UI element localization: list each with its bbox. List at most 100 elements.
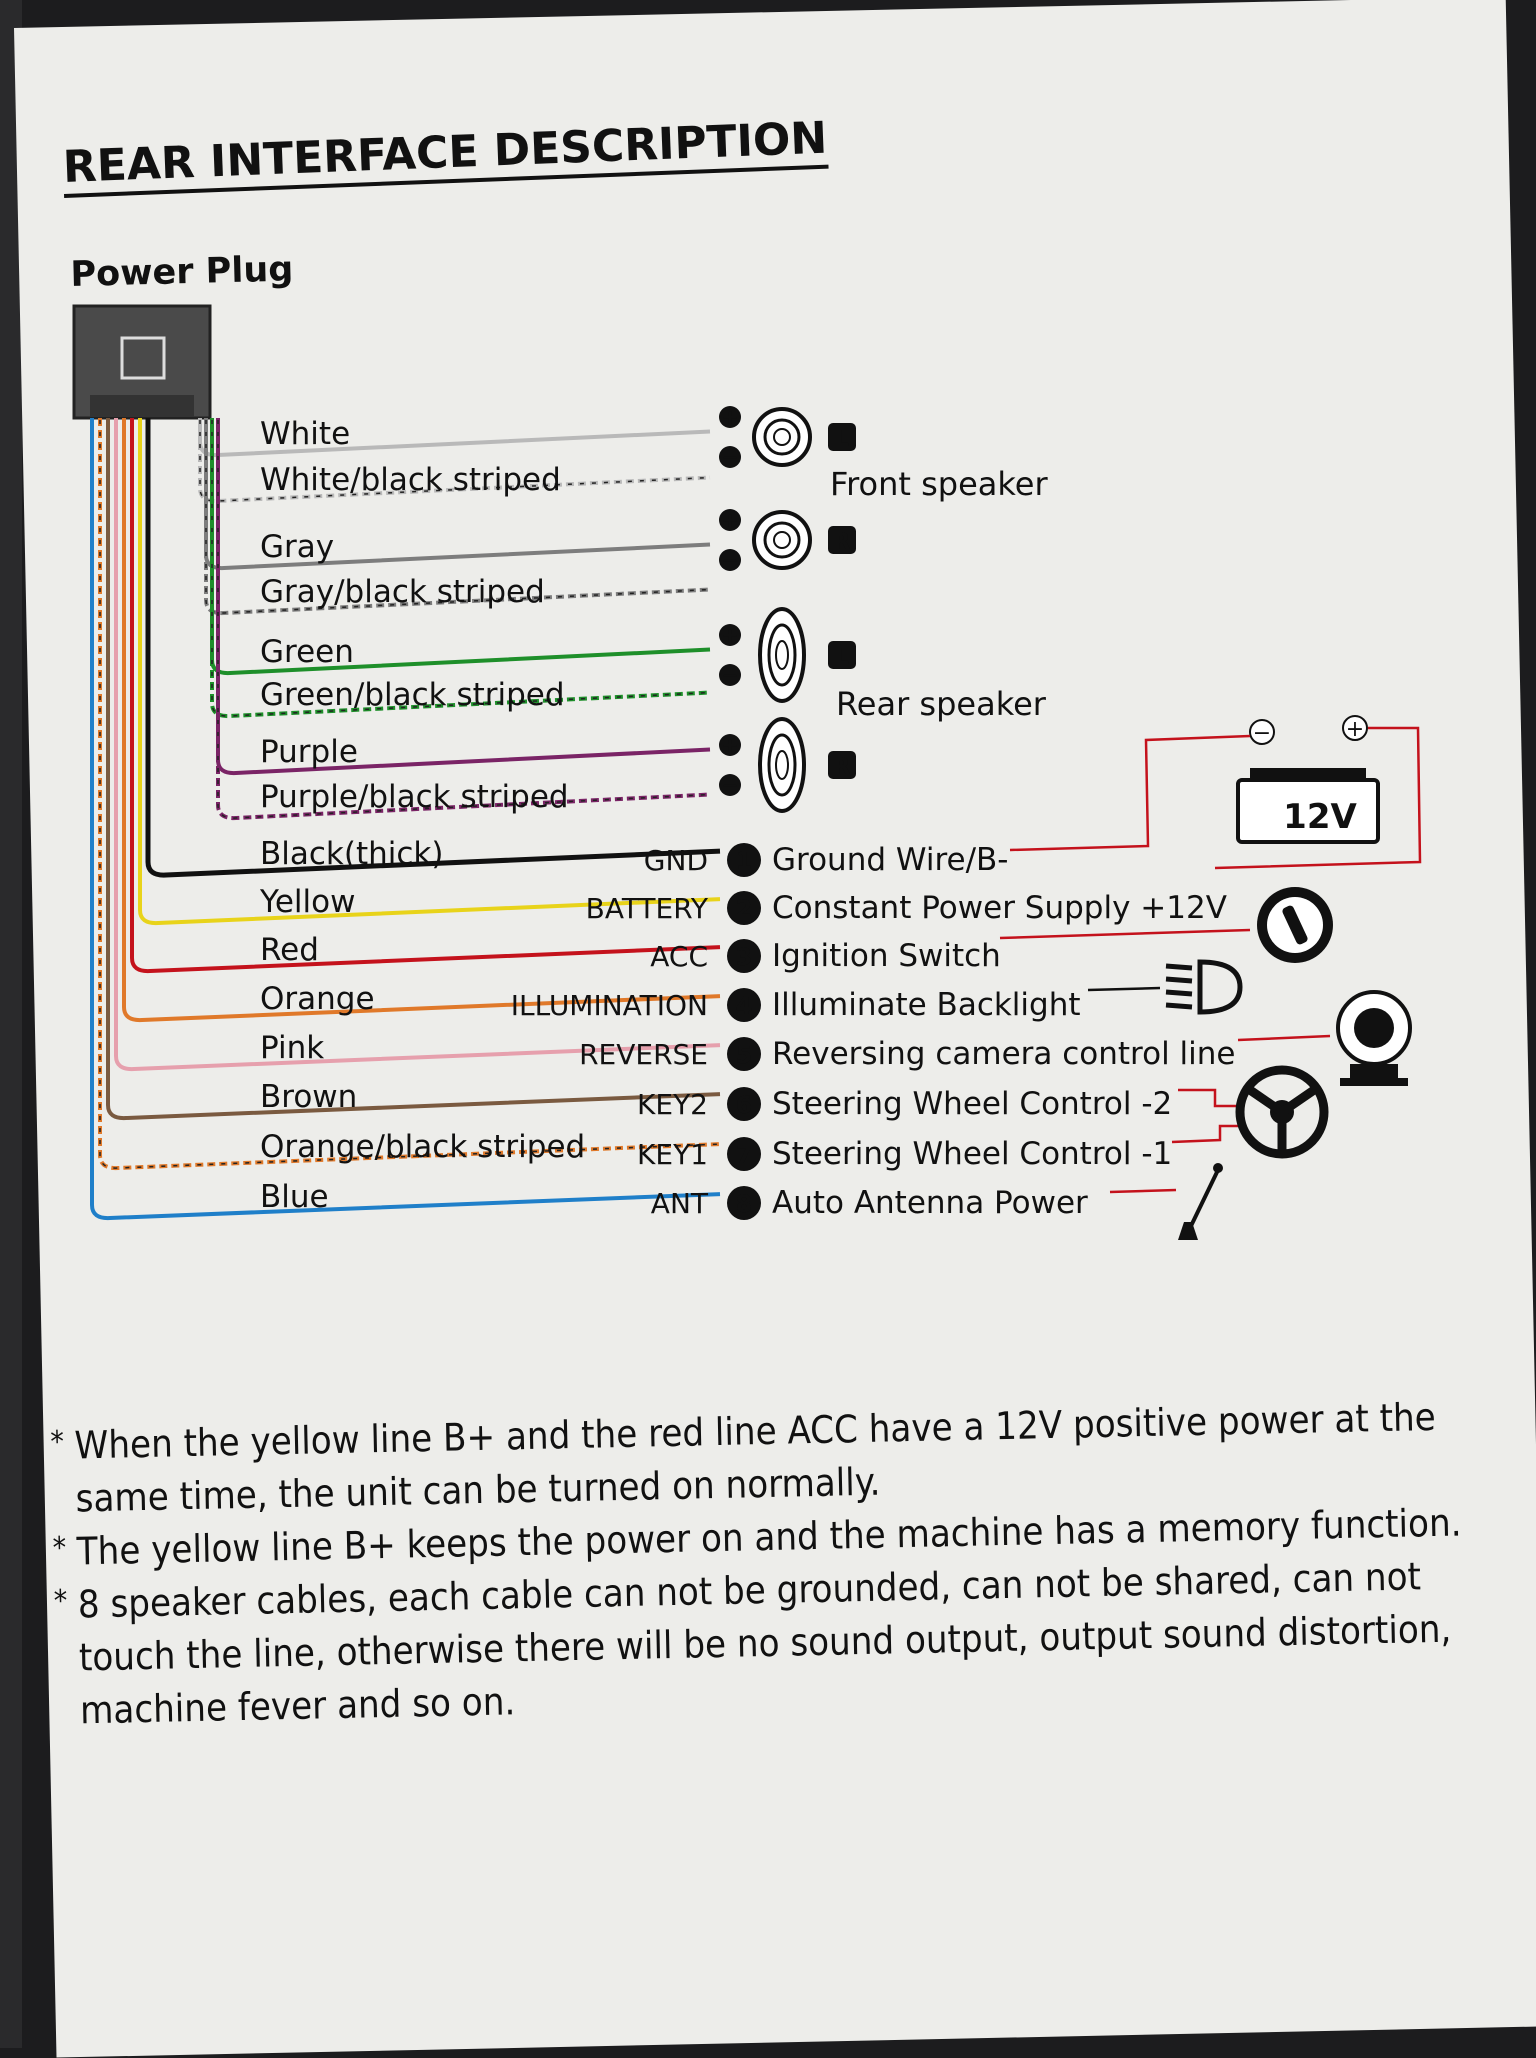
plus-terminal: [719, 509, 741, 531]
antenna-leader-line: [1109, 1188, 1177, 1194]
speaker-dome: [775, 750, 789, 780]
connection-number: 2: [736, 895, 753, 923]
speaker-ring: [767, 623, 797, 687]
plus-terminal: [719, 624, 741, 646]
plus-sign: +: [722, 733, 739, 757]
speaker-dome: [773, 428, 791, 446]
connection-code: ILLUMINATION: [511, 989, 708, 1022]
note-marker: *: [52, 1530, 67, 1566]
wire-label: Gray/black striped: [260, 574, 545, 610]
connection-description: Auto Antenna Power: [772, 1185, 1088, 1221]
headlight-beam: [1165, 1002, 1193, 1010]
steering-wheel-icon: [1235, 1065, 1329, 1159]
connection-row: ILLUMINATION 4 Illuminate Backlight: [511, 987, 1081, 1023]
acc-leader-line: [999, 928, 1251, 940]
wire-label: Yellow: [259, 884, 355, 920]
wire-label: Orange/black striped: [260, 1129, 585, 1165]
connection-number-badge: [727, 939, 761, 973]
connection-number: 6: [736, 1091, 753, 1119]
battery-leader-line: [1214, 726, 1422, 870]
plus-terminal: [719, 406, 741, 428]
connection-row: REVERSE 5 Reversing camera control line: [579, 1036, 1235, 1072]
note-text: 8 speaker cables, each cable can not be …: [77, 1554, 1452, 1733]
wire-stripe: [217, 418, 711, 819]
connection-number-badge: [727, 1186, 761, 1220]
channel-badge-label: L: [835, 645, 849, 670]
camera-mount: [1350, 1064, 1398, 1078]
wire-label: Green/black striped: [260, 677, 565, 713]
speaker-ring: [763, 521, 801, 559]
antenna-icon: [1178, 1163, 1223, 1240]
speaker-cone: [758, 717, 806, 813]
connection-number-badge: [727, 1087, 761, 1121]
battery-icon: 12V−+: [1236, 715, 1380, 844]
minus-terminal: [719, 774, 741, 796]
connection-row: BATTERY 2 Constant Power Supply +12V: [586, 890, 1227, 926]
headlight-icon: [1165, 959, 1243, 1015]
note-marker: *: [53, 1583, 68, 1619]
connection-number: 1: [736, 847, 753, 875]
connection-number-badge: [727, 988, 761, 1022]
headlight-beam: [1165, 963, 1193, 971]
speaker-icon: +−R: [719, 508, 856, 572]
channel-badge-label: R: [834, 755, 851, 780]
connection-description: Steering Wheel Control -2: [772, 1086, 1172, 1122]
wire-label: White/black striped: [260, 462, 561, 498]
connection-number-badge: [727, 1037, 761, 1071]
minus-terminal: [719, 549, 741, 571]
headlight-beam: [1165, 989, 1193, 997]
speaker-dome: [773, 531, 791, 549]
battery-top: [1250, 768, 1366, 782]
wheel-spoke: [1279, 1086, 1317, 1116]
note-item: *8 speaker cables, each cable can not be…: [53, 1548, 1516, 1738]
wire-label: Brown: [260, 1079, 357, 1115]
power-plug-icon: [72, 304, 212, 420]
speaker-cone: [752, 407, 812, 467]
minus-sign: −: [722, 445, 739, 469]
wire-label: Black(thick): [260, 836, 443, 872]
connection-number: 5: [736, 1041, 753, 1069]
wire-label: Purple/black striped: [260, 779, 569, 815]
minus-sign: −: [722, 773, 739, 797]
minus-terminal: [719, 446, 741, 468]
speaker-icon: +−L: [719, 607, 856, 703]
connection-number-badge: [727, 891, 761, 925]
wire-label: Orange: [260, 981, 375, 1017]
speaker-cone: [758, 607, 806, 703]
speaker-cone: [752, 510, 812, 570]
wire-line: [114, 418, 721, 1072]
wire-stripe: [205, 418, 711, 614]
speaker-icon: + − R: [719, 717, 856, 813]
wire-line: [90, 418, 721, 1221]
connection-description: Reversing camera control line: [772, 1036, 1236, 1072]
device-icons: 12V−+: [999, 715, 1422, 1240]
speaker-ring: [763, 418, 801, 456]
connection-code: REVERSE: [579, 1038, 708, 1071]
wire-bundle: [90, 418, 721, 1221]
wire-label: Green: [260, 634, 354, 670]
connection-number: 4: [736, 992, 753, 1020]
connection-number-badge: [727, 1137, 761, 1171]
plus-terminal: [719, 734, 741, 756]
connection-description: Steering Wheel Control -1: [772, 1136, 1172, 1172]
connection-code: BATTERY: [586, 892, 709, 925]
wire-line: [106, 418, 721, 1121]
speaker-dome: [775, 640, 789, 670]
connection-description: Illuminate Backlight: [772, 987, 1081, 1023]
camera-icon: [1336, 990, 1412, 1086]
key1-leader-line: [1171, 1124, 1240, 1144]
wire-line: [145, 418, 721, 878]
wire-line: [138, 418, 721, 926]
connection-description: Constant Power Supply +12V: [772, 890, 1227, 926]
headlight-beam: [1165, 976, 1193, 984]
minus-sign: −: [722, 663, 739, 687]
connection-number: 3: [736, 943, 753, 971]
wire-label: Purple: [260, 734, 358, 770]
connection-code: ANT: [651, 1187, 709, 1220]
connection-code: GND: [644, 844, 708, 877]
channel-badge: [828, 641, 856, 669]
